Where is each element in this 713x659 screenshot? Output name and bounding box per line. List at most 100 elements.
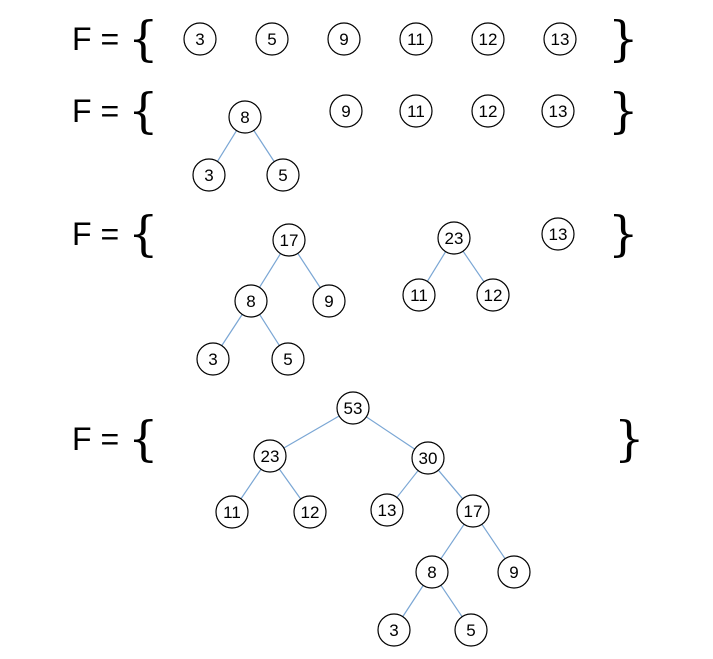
tree-edge: [253, 130, 275, 162]
node-value: 3: [195, 30, 204, 49]
node-value: 11: [410, 286, 428, 305]
tree-edge: [440, 523, 465, 560]
tree-node: 11: [402, 278, 436, 312]
node-value: 3: [204, 166, 213, 185]
tree-edge: [481, 523, 506, 560]
tree-node: 3: [377, 613, 411, 647]
node-circle: [312, 284, 346, 318]
tree-node: 3: [183, 22, 217, 56]
node-circle: [476, 278, 510, 312]
tree-node: 3: [196, 342, 230, 376]
tree-edge: [396, 470, 419, 498]
node-value: 53: [344, 399, 363, 418]
tree-node: 23: [253, 439, 287, 473]
node-circle: [192, 158, 226, 192]
tree-node: 11: [399, 22, 433, 56]
tree-edge: [462, 250, 485, 283]
node-circle: [454, 613, 488, 647]
node-circle: [437, 221, 471, 255]
tree-node: 9: [312, 284, 346, 318]
node-circle: [377, 613, 411, 647]
node-circle: [402, 278, 436, 312]
node-value: 3: [389, 621, 398, 640]
tree-node: 13: [541, 94, 575, 128]
node-value: 12: [484, 286, 503, 305]
node-value: 11: [407, 30, 425, 49]
node-value: 17: [280, 231, 299, 250]
tree-node: 12: [476, 278, 510, 312]
tree-node: 5: [255, 22, 289, 56]
node-circle: [255, 22, 289, 56]
tree-edge: [259, 314, 280, 346]
node-value: 5: [278, 166, 287, 185]
tree-node: 8: [228, 100, 262, 134]
tree-edge: [216, 130, 238, 162]
set-label: F =: [72, 93, 119, 129]
node-circle: [411, 441, 445, 475]
node-value: 5: [283, 350, 292, 369]
tree-node: 30: [411, 441, 445, 475]
node-value: 23: [261, 447, 280, 466]
node-circle: [497, 555, 531, 589]
tree-edge: [426, 251, 447, 282]
open-brace: {: [128, 11, 159, 67]
node-circle: [293, 495, 327, 529]
close-brace: }: [608, 83, 639, 139]
node-value: 13: [549, 225, 568, 244]
tree-node: 3: [192, 158, 226, 192]
close-brace: }: [608, 11, 639, 67]
tree-edge: [258, 253, 282, 288]
node-circle: [399, 94, 433, 128]
node-value: 23: [445, 229, 464, 248]
tree-edge: [437, 469, 464, 500]
tree-node: 13: [543, 22, 577, 56]
node-circle: [541, 217, 575, 251]
node-circle: [370, 493, 404, 527]
open-brace: {: [128, 206, 159, 262]
node-value: 13: [378, 501, 397, 520]
tree-node: 23: [437, 221, 471, 255]
tree-node: 13: [541, 217, 575, 251]
tree-node: 53: [336, 391, 370, 425]
node-value: 17: [464, 502, 483, 521]
close-brace: }: [614, 411, 645, 467]
tree-edge: [221, 314, 243, 346]
node-circle: [266, 158, 300, 192]
node-value: 8: [246, 292, 255, 311]
open-brace: {: [128, 411, 159, 467]
node-circle: [415, 555, 449, 589]
node-value: 9: [341, 102, 350, 121]
tree-node: 12: [471, 94, 505, 128]
tree-node: 9: [329, 94, 363, 128]
node-circle: [271, 342, 305, 376]
tree-node: 12: [471, 22, 505, 56]
node-circle: [543, 22, 577, 56]
node-circle: [456, 494, 490, 528]
node-circle: [471, 22, 505, 56]
node-circle: [329, 94, 363, 128]
node-value: 12: [301, 503, 320, 522]
node-value: 5: [466, 621, 475, 640]
tree-node: 12: [293, 495, 327, 529]
node-value: 12: [479, 30, 498, 49]
tree-edge: [283, 415, 340, 449]
node-circle: [272, 223, 306, 257]
tree-node: 8: [415, 555, 449, 589]
tree-edge: [278, 468, 302, 500]
node-circle: [541, 94, 575, 128]
node-circle: [327, 22, 361, 56]
node-value: 12: [479, 102, 498, 121]
set-label: F =: [72, 421, 119, 457]
tree-node: 9: [327, 22, 361, 56]
node-circle: [234, 284, 268, 318]
node-value: 9: [509, 563, 518, 582]
tree-edge: [440, 584, 463, 618]
close-brace: }: [608, 206, 639, 262]
node-circle: [183, 22, 217, 56]
tree-node: 17: [456, 494, 490, 528]
tree-edge: [240, 468, 262, 500]
